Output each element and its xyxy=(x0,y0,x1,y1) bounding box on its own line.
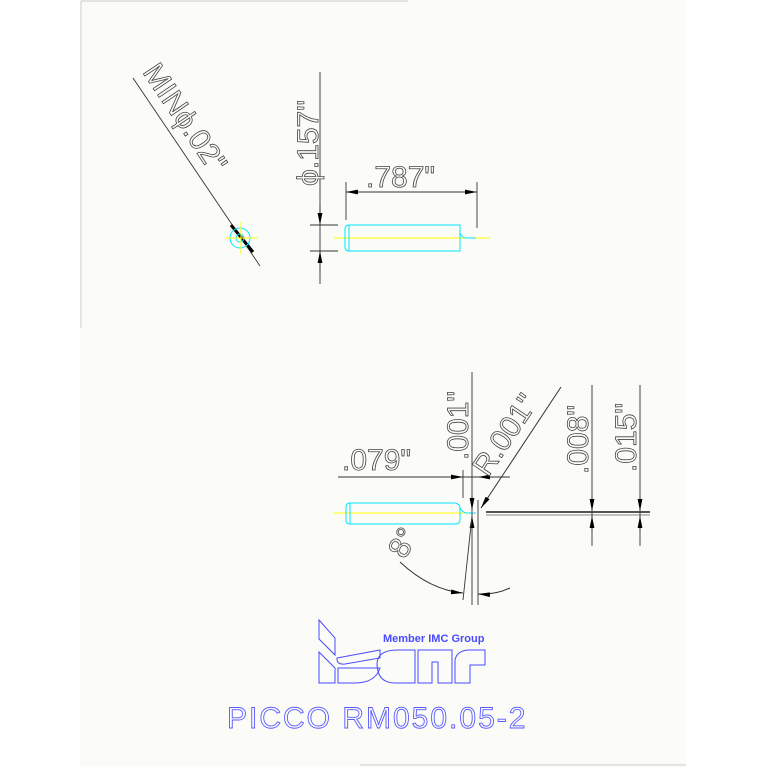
shank-diameter-label: ϕ.157" xyxy=(292,100,325,186)
overall-length-label: .787" xyxy=(366,161,435,194)
logo-tagline: Member IMC Group xyxy=(383,633,485,645)
shank-diameter-dimension xyxy=(310,72,338,284)
overall-length-dimension xyxy=(345,182,478,228)
width-015-label: .015" xyxy=(610,403,643,472)
length-079-dimension xyxy=(338,470,510,498)
part-number: PICCO RM050.05-2 xyxy=(227,702,527,735)
sheet xyxy=(80,0,686,767)
width-008-label: .008" xyxy=(562,405,595,474)
tip-offset-label: .001" xyxy=(442,391,475,460)
end-view xyxy=(132,77,261,267)
radius-leader xyxy=(480,386,562,509)
iscar-logo xyxy=(318,618,486,684)
detail-view-part xyxy=(333,502,650,525)
length-079-label: .079" xyxy=(342,444,411,477)
side-view-part xyxy=(334,224,490,252)
angle-dimension xyxy=(399,515,511,601)
